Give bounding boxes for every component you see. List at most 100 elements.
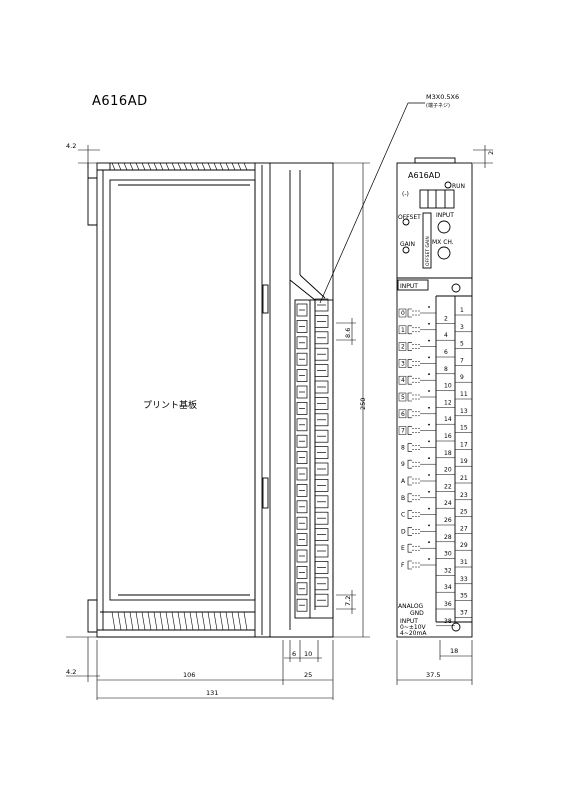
front-labels: A616AD RUN (-) OFFSET INPUT GAIN MX CH. … xyxy=(398,171,465,637)
side-screw-right xyxy=(314,479,329,492)
channel-bracket xyxy=(407,342,412,351)
screw-note: M3X0.5X6 xyxy=(426,93,459,101)
terminal-number: 25 xyxy=(460,509,468,516)
channel-label-box xyxy=(398,308,407,318)
terminal-number: 1 xyxy=(460,307,464,314)
terminal-number: 31 xyxy=(460,559,468,566)
dim-131: 131 xyxy=(206,689,218,697)
front-view xyxy=(396,157,473,638)
terminal-number: 8 xyxy=(444,366,448,373)
side-terminal-screws xyxy=(296,298,329,612)
channel-dot xyxy=(428,390,430,392)
dim-height: 250 xyxy=(359,398,367,410)
channel-bracket xyxy=(407,409,412,419)
side-screw-left xyxy=(296,516,308,530)
dim-top-left: 4.2 xyxy=(66,142,76,150)
channel-dot xyxy=(428,457,430,460)
terminal-number: 11 xyxy=(460,391,468,398)
dim-25: 25 xyxy=(304,671,312,679)
side-screw-right xyxy=(314,495,329,509)
channel-bracket xyxy=(407,527,412,536)
channel-bracket xyxy=(407,359,412,368)
channel-bracket xyxy=(407,375,412,385)
channel-label-box xyxy=(398,342,407,351)
side-screw-left xyxy=(296,303,308,317)
terminal-number: 5 xyxy=(460,341,464,348)
channel-label: 0 xyxy=(401,310,405,317)
front-model: A616AD xyxy=(408,171,440,180)
side-screw-left xyxy=(296,369,308,382)
side-screw-left xyxy=(296,533,308,546)
channel-label: E xyxy=(401,545,405,552)
channel-bracket xyxy=(407,426,412,435)
side-screw-right xyxy=(314,315,329,328)
terminal-number: 19 xyxy=(460,458,468,465)
terminal-number: 22 xyxy=(444,483,452,490)
side-screw-left xyxy=(296,484,308,497)
channel-label: 2 xyxy=(401,344,405,351)
side-screw-left xyxy=(296,385,308,399)
channel-bracket xyxy=(407,510,412,519)
channel-dot xyxy=(428,490,430,493)
side-screw-right xyxy=(314,528,329,541)
side-screw-left xyxy=(296,582,308,596)
terminal-number: 34 xyxy=(444,584,452,591)
side-screw-right xyxy=(314,462,329,476)
side-screw-left xyxy=(296,500,308,514)
channel-bracket xyxy=(407,560,412,570)
side-screw-right xyxy=(314,446,329,459)
channel-label: D xyxy=(401,528,406,535)
channel-bracket xyxy=(407,308,412,318)
terminal-number: 13 xyxy=(460,408,468,415)
side-screw-right xyxy=(314,577,329,591)
channel-label: 8 xyxy=(401,444,405,451)
input-label: INPUT xyxy=(436,212,454,219)
hatching xyxy=(111,162,248,631)
side-screw-right xyxy=(314,429,329,443)
side-screw-right xyxy=(314,561,329,574)
channel-label: 3 xyxy=(401,360,405,367)
side-screw-right xyxy=(314,331,329,345)
channel-label-box xyxy=(398,359,407,368)
terminal-number: 20 xyxy=(444,467,452,474)
channel-label: A xyxy=(401,478,406,485)
terminal-number: 37 xyxy=(460,609,468,616)
channel-label-box xyxy=(398,409,407,419)
channel-label: C xyxy=(401,512,405,519)
channel-label: 1 xyxy=(401,327,405,334)
channel-bracket xyxy=(407,493,412,503)
terminal-number: 12 xyxy=(444,399,452,406)
terminal-number: 15 xyxy=(460,425,468,432)
channel-label-box xyxy=(398,375,407,385)
side-screw-left xyxy=(296,451,308,464)
channel-dot xyxy=(428,373,430,376)
channel-dot xyxy=(428,406,430,409)
channel-label: 4 xyxy=(401,377,405,384)
channel-dot xyxy=(428,474,430,476)
terminal-number: 14 xyxy=(444,416,452,423)
terminal-number: 2 xyxy=(444,315,448,322)
terminal-number: 3 xyxy=(460,324,464,331)
dimension-lines xyxy=(66,145,493,700)
channel-label: 5 xyxy=(401,394,405,401)
dim-pitch: 8.6 xyxy=(344,328,352,338)
channel-bracket xyxy=(407,443,412,452)
channel-label: F xyxy=(401,562,405,569)
terminal-number: 26 xyxy=(444,517,452,524)
dim-6: 6 xyxy=(292,650,296,658)
side-screw-right xyxy=(314,347,329,361)
dim-10: 10 xyxy=(304,650,312,658)
channel-label-box xyxy=(398,325,407,335)
dim-front-37-5: 37.5 xyxy=(426,671,440,679)
terminal-number: 28 xyxy=(444,534,452,541)
side-screw-right xyxy=(314,593,329,607)
terminal-number: 33 xyxy=(460,576,468,583)
terminal-number: 6 xyxy=(444,349,448,356)
side-screw-right xyxy=(314,364,329,377)
terminal-number: 9 xyxy=(460,374,464,381)
dim-top-right: 2 xyxy=(487,151,495,155)
channel-dot xyxy=(428,306,430,308)
terminal-number: 17 xyxy=(460,441,468,448)
terminal-number: 27 xyxy=(460,525,468,532)
